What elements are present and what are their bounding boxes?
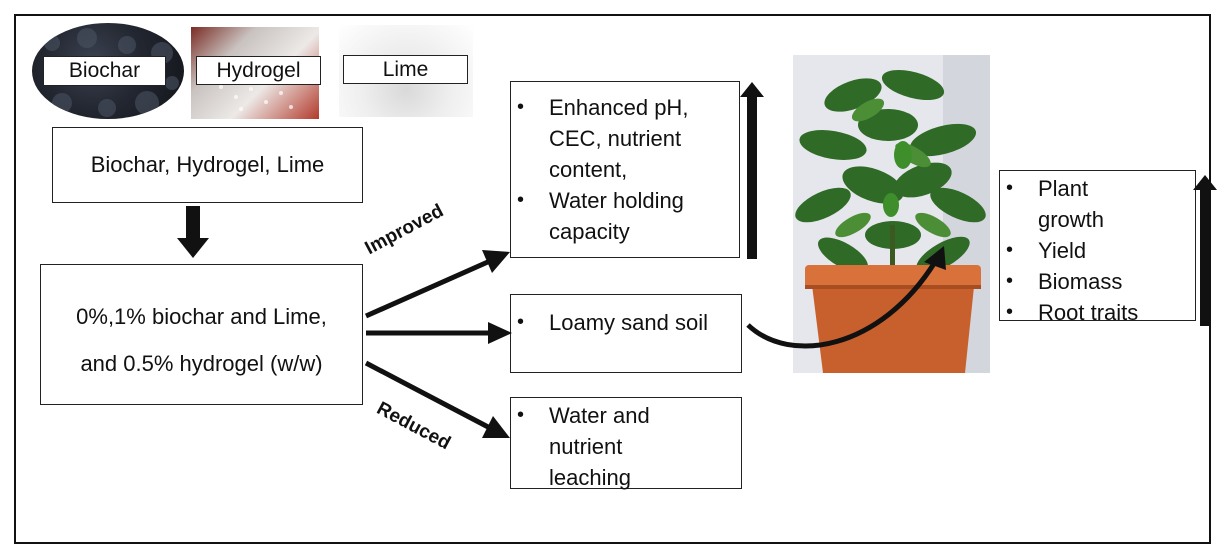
improved-effects-box: Enhanced pH, CEC, nutrient content, Wate… — [510, 81, 740, 258]
biochar-label: Biochar — [43, 56, 166, 86]
improved-item: Water holding capacity — [511, 185, 731, 247]
outcome-increase-arrow — [1193, 175, 1217, 326]
outcome-item: Plant growth — [1000, 173, 1195, 235]
outcome-item: Biomass — [1000, 266, 1195, 297]
increase-arrow — [740, 82, 764, 259]
lime-label: Lime — [343, 55, 468, 84]
hydrogel-label: Hydrogel — [196, 56, 321, 85]
biochar-image — [32, 23, 184, 119]
inputs-text: Biochar, Hydrogel, Lime — [90, 152, 325, 177]
reduced-effects-box: Water and nutrient leaching — [510, 397, 742, 490]
outcome-item: Root traits — [1000, 297, 1195, 328]
down-arrow — [177, 206, 209, 258]
reduced-item: Water and nutrient leaching — [511, 400, 661, 493]
treatment-line-1: 0%,1% biochar and Lime, — [76, 304, 327, 329]
plant-outcomes-box: Plant growth Yield Biomass Root traits — [999, 170, 1196, 328]
improved-item: Enhanced pH, CEC, nutrient content, — [511, 92, 731, 185]
soil-box: Loamy sand soil — [510, 294, 742, 373]
outcome-item: Yield — [1000, 235, 1195, 266]
inputs-box: Biochar, Hydrogel, Lime — [52, 127, 363, 203]
soil-arrow — [366, 322, 512, 344]
soil-to-plant-arrow — [746, 246, 946, 349]
treatment-line-2: and 0.5% hydrogel (w/w) — [80, 351, 323, 376]
reduced-arrow — [364, 360, 510, 438]
improved-arrow — [364, 250, 510, 319]
soil-item: Loamy sand soil — [511, 307, 731, 338]
treatment-box: 0%,1% biochar and Lime, and 0.5% hydroge… — [40, 264, 363, 405]
